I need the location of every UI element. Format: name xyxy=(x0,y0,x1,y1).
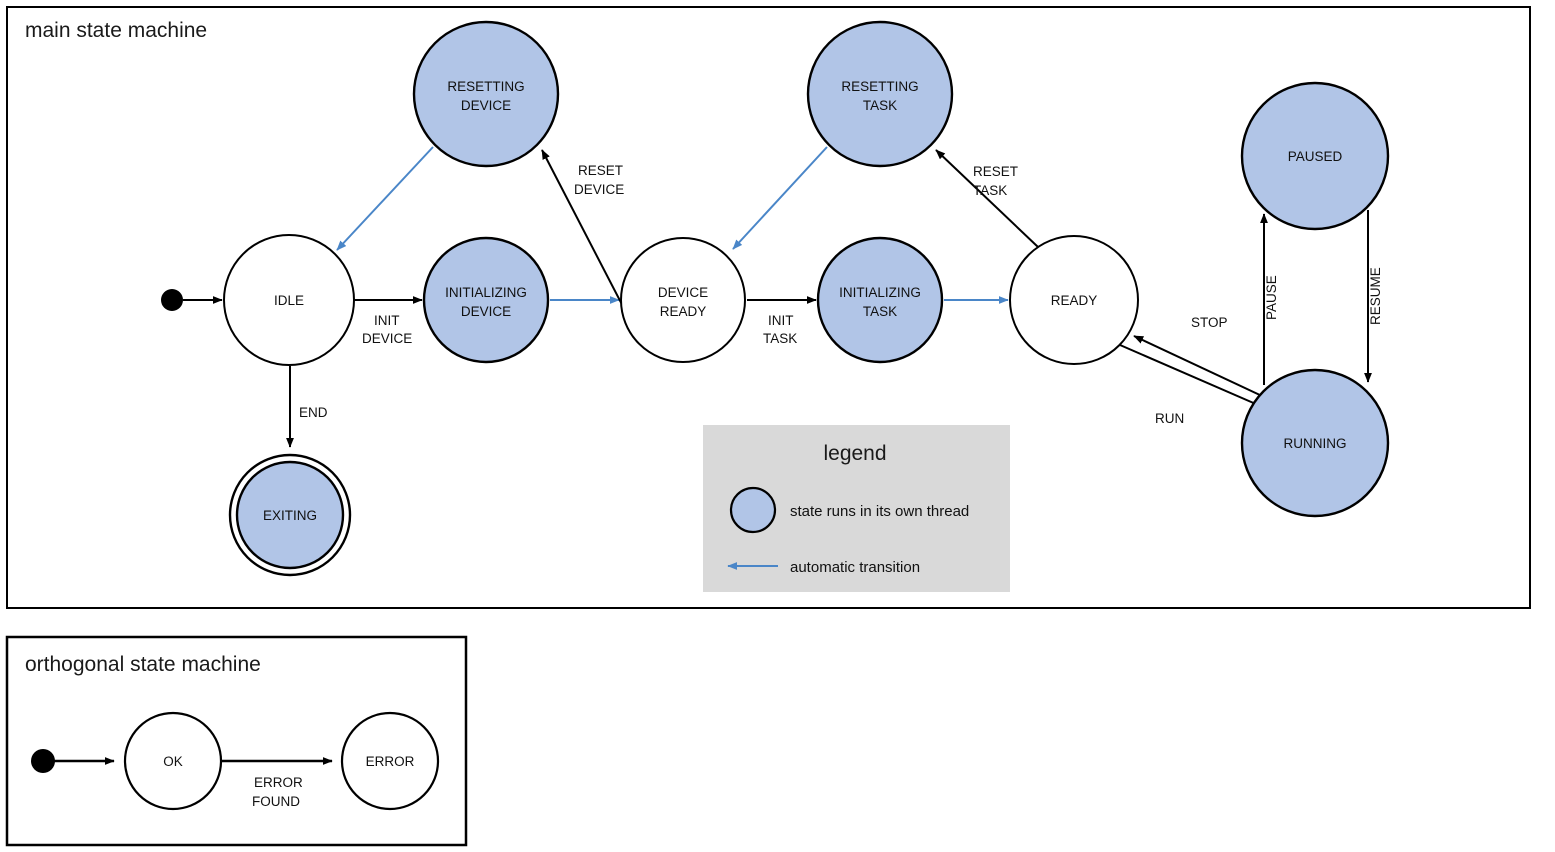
state-ready-label: READY xyxy=(1051,293,1098,308)
edge-label-reset-device-line1: RESET xyxy=(578,163,623,178)
state-resetting-task[interactable]: RESETTING TASK xyxy=(806,20,954,168)
edge-label-stop: STOP xyxy=(1191,315,1228,330)
state-ok-label: OK xyxy=(163,754,183,769)
state-running-label: RUNNING xyxy=(1284,436,1347,451)
transition-resetting-device-to-idle[interactable] xyxy=(336,146,434,251)
legend-title: legend xyxy=(823,442,886,465)
state-device-ready-label-line2: READY xyxy=(660,304,707,319)
main-frame-title: main state machine xyxy=(25,19,207,42)
edge-label-resume: RESUME xyxy=(1368,267,1383,325)
state-paused[interactable]: PAUSED xyxy=(1240,81,1390,231)
edge-label-error-found-line1: ERROR xyxy=(254,775,303,790)
state-device-ready-label-line1: DEVICE xyxy=(658,285,708,300)
state-paused-label: PAUSED xyxy=(1288,149,1343,164)
state-device-ready[interactable]: DEVICE READY xyxy=(620,237,746,363)
orthogonal-frame-title: orthogonal state machine xyxy=(25,653,261,676)
legend-panel: legend state runs in its own thread auto… xyxy=(703,425,1010,592)
transition-resetting-task-to-device-ready[interactable] xyxy=(732,146,828,250)
legend-thread-text: state runs in its own thread xyxy=(790,503,969,520)
edge-label-init-device-line2: DEVICE xyxy=(362,331,412,346)
state-initializing-device-label-line2: DEVICE xyxy=(461,304,511,319)
edge-label-end: END xyxy=(299,405,328,420)
edge-label-error-found-line2: FOUND xyxy=(252,794,300,809)
orthogonal-states-layer: OK ERROR xyxy=(31,711,440,811)
state-running[interactable]: RUNNING xyxy=(1240,368,1390,518)
legend-item-automatic: automatic transition xyxy=(727,559,920,576)
main-states-layer: IDLE RESETTING DEVICE INITIALIZING DEVIC… xyxy=(161,20,1390,577)
state-resetting-device-label-line1: RESETTING xyxy=(447,79,524,94)
state-ready[interactable]: READY xyxy=(1009,235,1139,365)
edge-label-init-device-line1: INIT xyxy=(374,313,400,328)
state-resetting-task-label-line1: RESETTING xyxy=(841,79,918,94)
transition-idle-to-initializing-device[interactable]: INIT DEVICE xyxy=(354,296,423,346)
edge-label-run: RUN xyxy=(1155,411,1184,426)
transition-ready-to-running[interactable]: RUN xyxy=(1119,344,1266,426)
transition-paused-to-running[interactable]: RESUME xyxy=(1364,210,1383,383)
state-initializing-task-label-line1: INITIALIZING xyxy=(839,285,921,300)
transition-ok-to-error[interactable]: ERROR FOUND xyxy=(221,757,333,809)
transition-idle-to-exiting[interactable]: END xyxy=(286,366,328,448)
state-initializing-device[interactable]: INITIALIZING DEVICE xyxy=(422,236,550,364)
transition-device-ready-to-initializing-task[interactable]: INIT TASK xyxy=(747,296,817,346)
orthogonal-initial-state-dot xyxy=(31,749,55,773)
state-initializing-task-label-line2: TASK xyxy=(863,304,897,319)
edge-label-pause: PAUSE xyxy=(1264,275,1279,320)
edge-label-init-task-line2: TASK xyxy=(763,331,797,346)
edge-label-reset-task-line2: TASK xyxy=(973,183,1007,198)
state-ok[interactable]: OK xyxy=(123,711,223,811)
legend-automatic-text: automatic transition xyxy=(790,559,920,576)
edge-label-init-task-line1: INIT xyxy=(768,313,794,328)
state-exiting[interactable]: EXITING xyxy=(228,453,352,577)
transition-running-to-ready[interactable]: STOP xyxy=(1133,315,1263,397)
orthogonal-transitions-layer: ERROR FOUND xyxy=(54,757,333,809)
state-resetting-task-label-line2: TASK xyxy=(863,98,897,113)
state-initializing-task[interactable]: INITIALIZING TASK xyxy=(816,236,944,364)
legend-item-thread: state runs in its own thread xyxy=(729,486,969,534)
state-initializing-device-label-line1: INITIALIZING xyxy=(445,285,527,300)
state-idle[interactable]: IDLE xyxy=(223,234,355,366)
edge-label-reset-task-line1: RESET xyxy=(973,164,1018,179)
transition-running-to-paused[interactable]: PAUSE xyxy=(1260,213,1279,385)
legend-thread-circle-icon xyxy=(729,486,777,534)
state-error-label: ERROR xyxy=(366,754,415,769)
transition-ready-to-resetting-task[interactable]: RESET TASK xyxy=(935,149,1039,248)
main-initial-state-dot xyxy=(161,289,183,311)
state-resetting-device-label-line2: DEVICE xyxy=(461,98,511,113)
state-error[interactable]: ERROR xyxy=(340,711,440,811)
main-transitions-layer: INIT DEVICE RESET DEVICE INIT TASK xyxy=(183,146,1383,448)
state-exiting-label: EXITING xyxy=(263,508,317,523)
edge-label-reset-device-line2: DEVICE xyxy=(574,182,624,197)
state-resetting-device[interactable]: RESETTING DEVICE xyxy=(412,20,560,168)
state-idle-label: IDLE xyxy=(274,293,304,308)
